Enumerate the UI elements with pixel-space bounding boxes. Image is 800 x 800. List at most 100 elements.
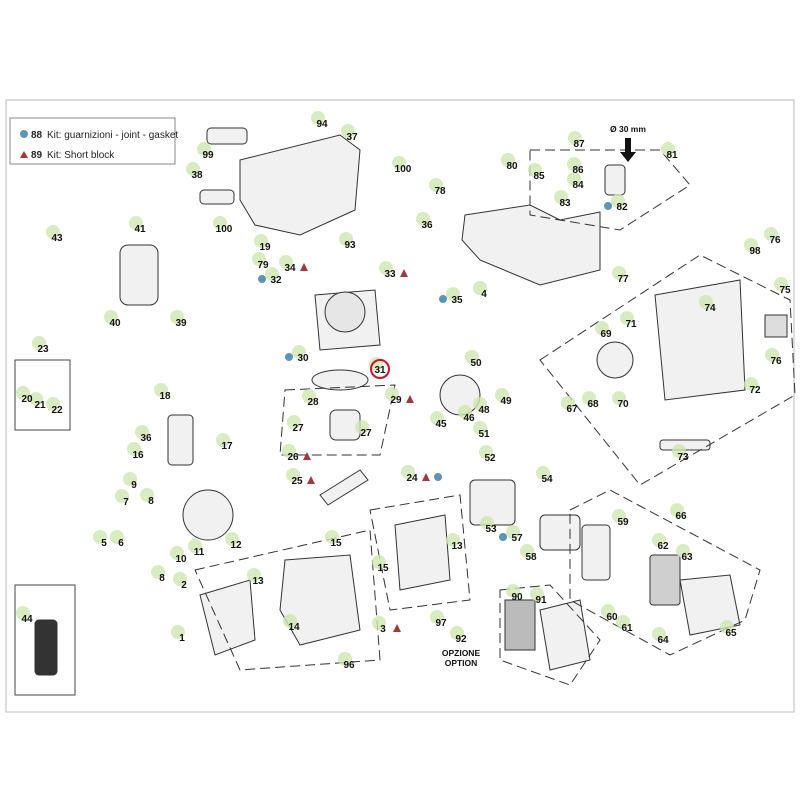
callout-dot xyxy=(699,295,713,309)
callout-number: 25 xyxy=(291,476,303,487)
callout-26: 26 xyxy=(287,452,311,463)
callout-dot xyxy=(372,555,386,569)
callout-number: 46 xyxy=(463,413,475,424)
callout-number: 90 xyxy=(511,592,523,603)
callout-27: 27 xyxy=(292,423,304,434)
callout-81: 81 xyxy=(666,150,678,161)
red-triangle-icon xyxy=(300,263,308,271)
callout-dot xyxy=(213,216,227,230)
callout-number: 80 xyxy=(506,161,518,172)
callout-number: 68 xyxy=(587,399,599,410)
callout-dot xyxy=(446,287,460,301)
callout-dot xyxy=(670,503,684,517)
callout-28: 28 xyxy=(307,397,319,408)
callout-90: 90 xyxy=(511,592,523,603)
callout-62: 62 xyxy=(657,541,669,552)
callout-dot xyxy=(170,310,184,324)
callout-number: 38 xyxy=(191,170,203,181)
callout-13: 13 xyxy=(252,576,264,587)
callout-92: 92 xyxy=(455,634,467,645)
callout-10: 10 xyxy=(175,554,187,565)
red-triangle-icon xyxy=(393,624,401,632)
callout-70: 70 xyxy=(617,399,629,410)
callout-number: 53 xyxy=(485,524,497,535)
callout-30: 30 xyxy=(285,353,309,364)
callout-number: 63 xyxy=(681,552,693,563)
callout-number: 57 xyxy=(511,533,523,544)
callout-8: 8 xyxy=(159,573,165,584)
callout-84: 84 xyxy=(572,180,584,191)
callout-dot xyxy=(611,194,625,208)
callout-number: 64 xyxy=(657,635,669,646)
callout-number: 59 xyxy=(617,517,629,528)
callout-82: 82 xyxy=(604,202,628,213)
callout-83: 83 xyxy=(559,198,571,209)
callout-dot xyxy=(292,345,306,359)
callout-dot xyxy=(283,614,297,628)
callout-number: 3 xyxy=(380,624,386,635)
callout-dot xyxy=(465,350,479,364)
callout-dot xyxy=(774,277,788,291)
callout-64: 64 xyxy=(657,635,669,646)
callout-21: 21 xyxy=(34,400,46,411)
callout-dot xyxy=(501,153,515,167)
callout-number: 58 xyxy=(525,552,537,563)
starter-pulley-part xyxy=(596,341,634,379)
callout-dot xyxy=(115,489,129,503)
callout-dot xyxy=(29,392,43,406)
callout-dot xyxy=(616,615,630,629)
callout-number: 73 xyxy=(677,452,689,463)
callout-32: 32 xyxy=(258,275,282,286)
callout-16: 16 xyxy=(132,450,144,461)
callout-dots-layer xyxy=(16,111,788,666)
callout-number: 71 xyxy=(625,319,637,330)
callout-66: 66 xyxy=(675,511,687,522)
callout-dot xyxy=(188,539,202,553)
callout-27: 27 xyxy=(360,428,372,439)
callout-dot xyxy=(341,124,355,138)
legend-text-88: Kit: guarnizioni - joint - gasket xyxy=(47,130,178,141)
callout-dot xyxy=(430,610,444,624)
callout-number: 27 xyxy=(292,423,304,434)
callout-75: 75 xyxy=(779,285,791,296)
callout-number: 76 xyxy=(770,356,782,367)
callout-dot xyxy=(46,225,60,239)
callout-dot xyxy=(744,238,758,252)
callout-dot xyxy=(473,397,487,411)
callout-19: 19 xyxy=(259,242,271,253)
option-cover-part xyxy=(539,599,591,671)
callout-46: 46 xyxy=(463,413,475,424)
callout-dot xyxy=(265,267,279,281)
callout-number: 32 xyxy=(270,275,282,286)
callout-number: 4 xyxy=(481,289,487,300)
grease-tube-part xyxy=(34,619,58,676)
callout-number: 17 xyxy=(221,441,233,452)
callout-dot xyxy=(652,533,666,547)
cover-pad-part xyxy=(206,127,248,145)
starter-group-outline xyxy=(539,254,796,486)
callout-number: 19 xyxy=(259,242,271,253)
callout-number: 100 xyxy=(395,164,412,175)
cover-pad-part xyxy=(199,189,235,205)
callout-dot xyxy=(110,530,124,544)
callout-dot xyxy=(446,533,460,547)
callout-number: 2 xyxy=(181,580,187,591)
callout-number: 77 xyxy=(617,274,629,285)
callout-dot xyxy=(612,509,626,523)
callout-dot xyxy=(216,433,230,447)
callout-dot xyxy=(123,472,137,486)
callout-number: 78 xyxy=(434,186,446,197)
callout-dot xyxy=(567,157,581,171)
callout-4: 4 xyxy=(481,289,487,300)
carburetor-part xyxy=(539,514,581,551)
callout-77: 77 xyxy=(617,274,629,285)
callout-number: 79 xyxy=(257,260,269,271)
callout-dot xyxy=(254,234,268,248)
callout-number: 92 xyxy=(455,634,467,645)
fuel-cap-part xyxy=(604,164,626,196)
callout-34: 34 xyxy=(284,263,308,274)
option-note-line2: OPTION xyxy=(445,658,478,668)
callout-number: 60 xyxy=(606,612,618,623)
blue-circle-icon xyxy=(20,130,28,138)
blue-circle-icon xyxy=(604,202,612,210)
